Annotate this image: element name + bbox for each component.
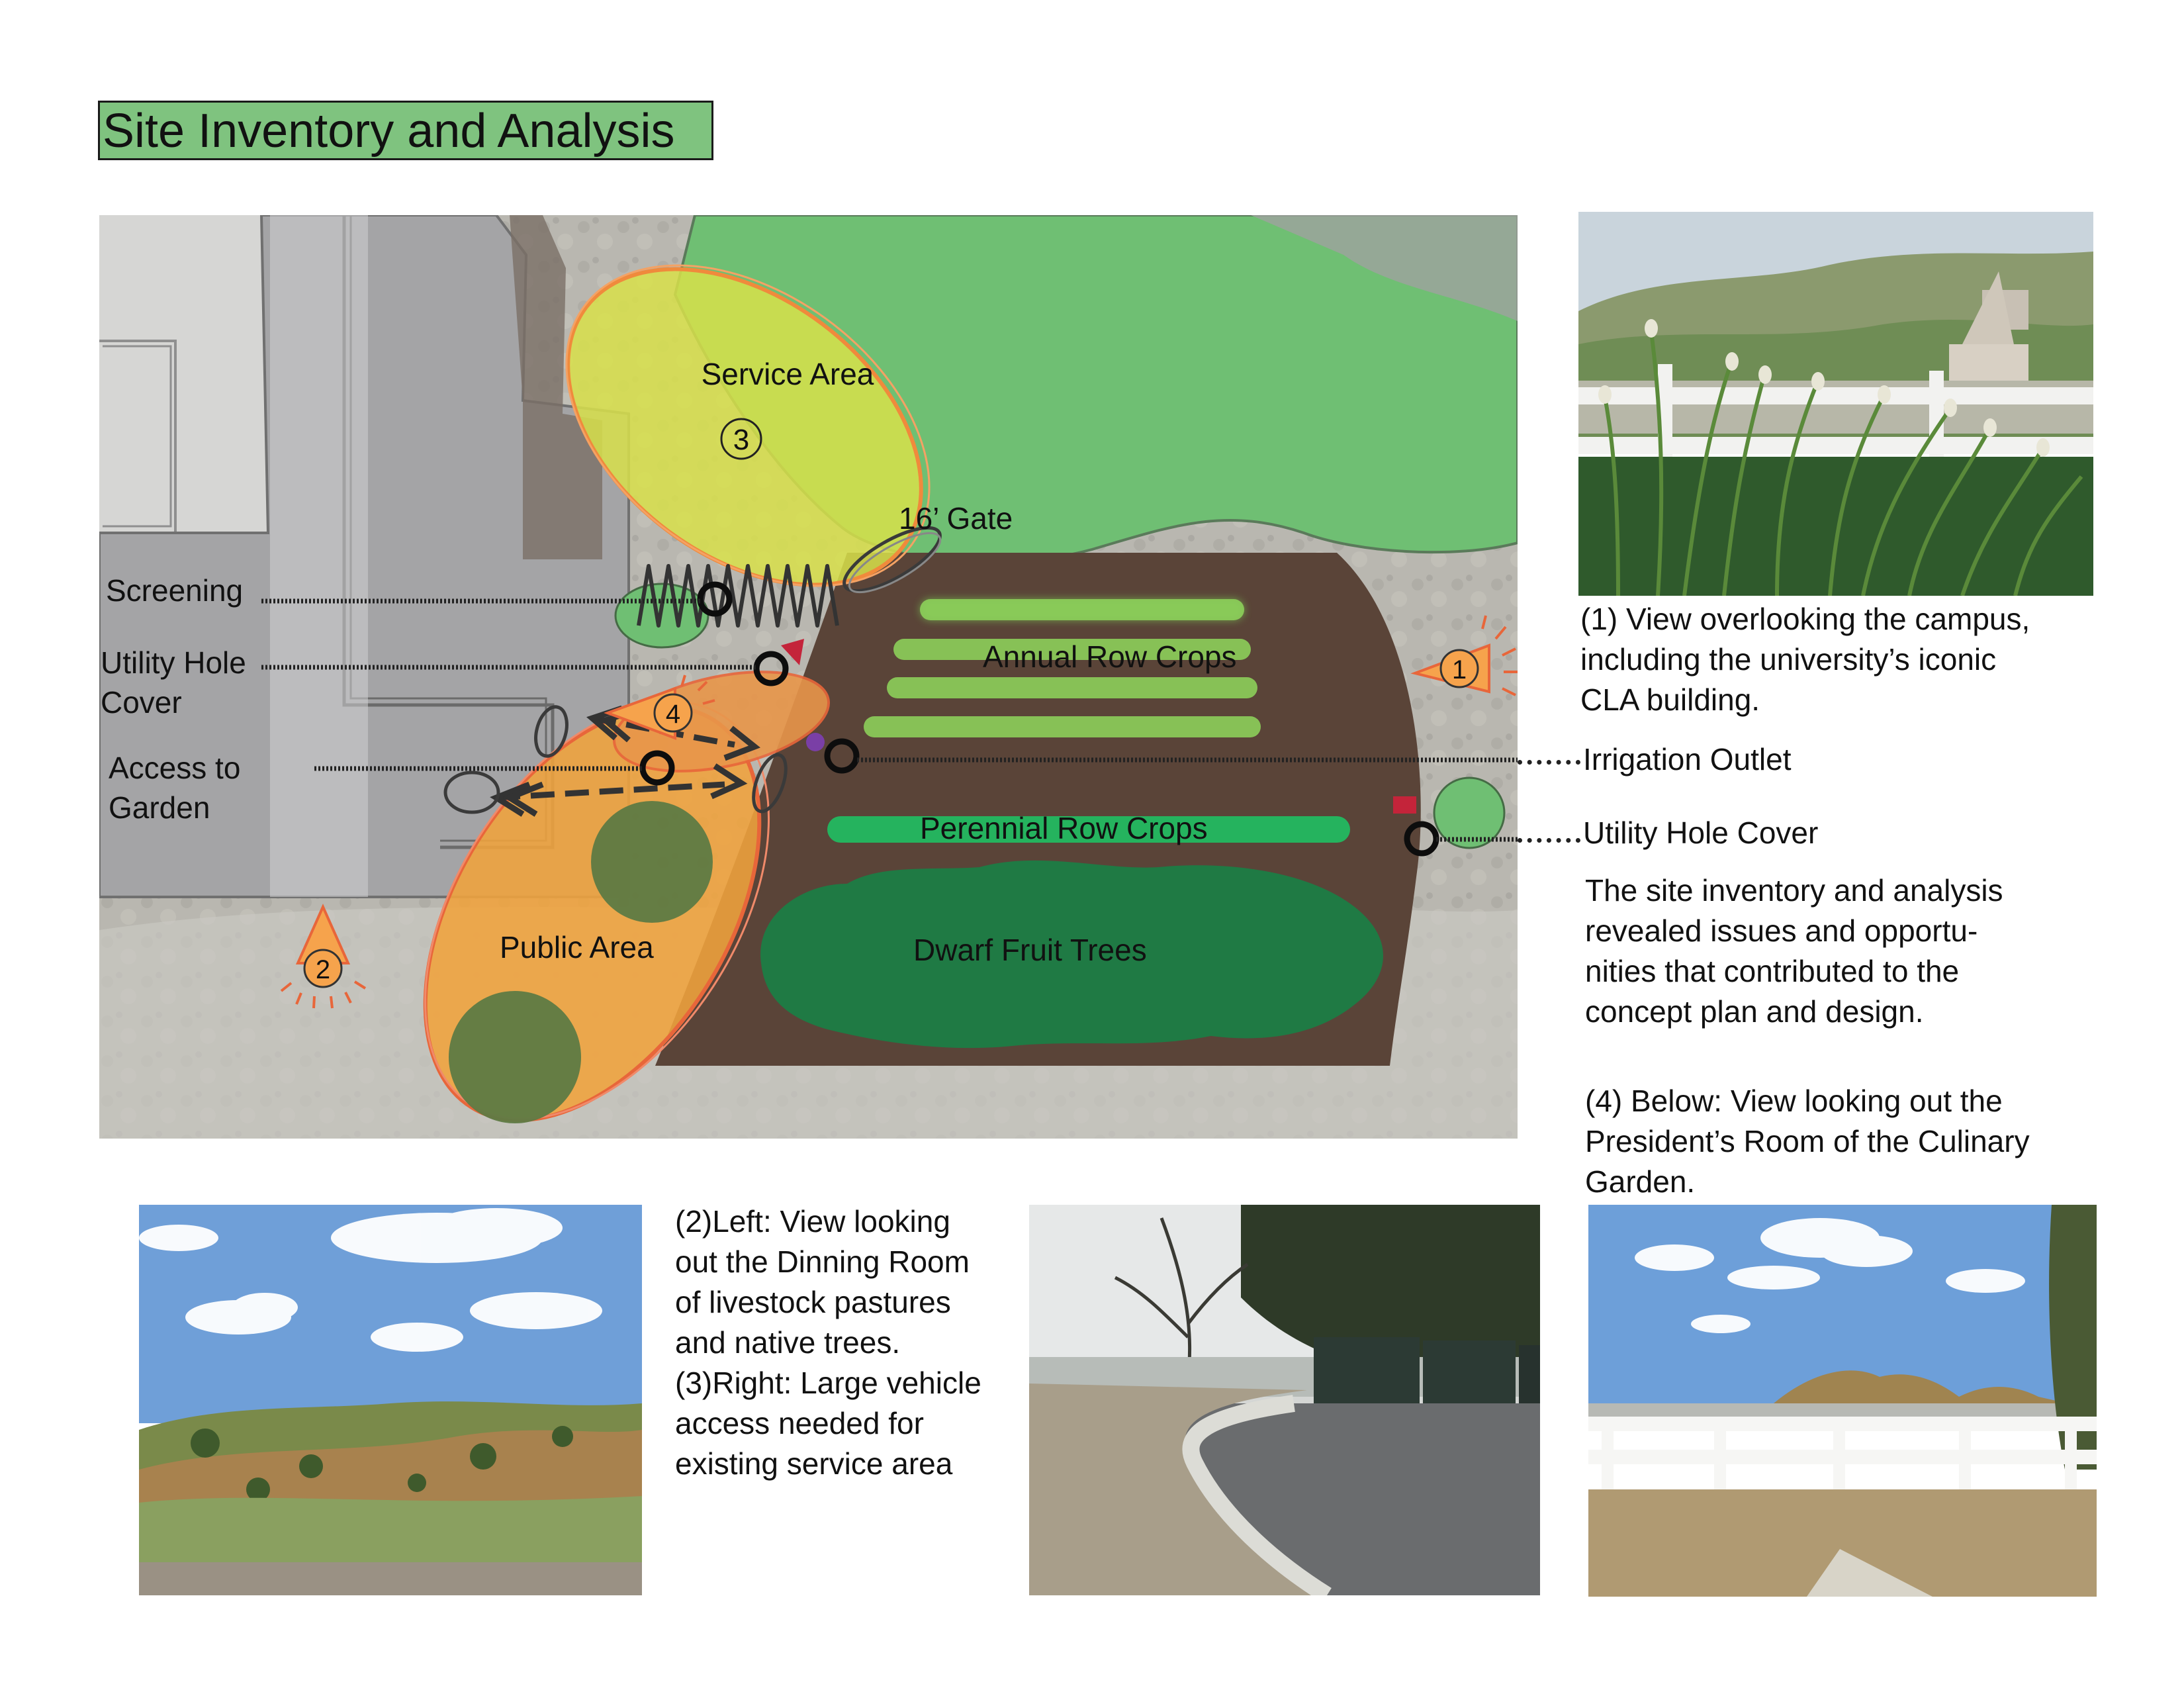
callout-utility-hole-2: Cover: [101, 685, 182, 720]
leader-utility-ext: [1518, 838, 1580, 843]
tree-canopy-3: [1433, 776, 1506, 849]
label-gate: 16’ Gate: [899, 501, 1013, 536]
tree-canopy-2: [449, 991, 581, 1123]
gate-small-2: [443, 771, 500, 814]
caption-summary: The site inventory and analysis revealed…: [1585, 873, 2003, 1029]
feature-rings: [639, 581, 1439, 857]
irrigation-marker: [806, 733, 825, 751]
leader-lines: [261, 598, 1518, 842]
annual-crop-row-3: [887, 677, 1257, 698]
site-plan: Service Area 3 16’ Gate Annual Row Crops…: [99, 215, 1518, 1139]
screening-symbol: [637, 564, 839, 628]
dwarf-fruit-trees-area: [760, 860, 1383, 1049]
site-plan-drawing: Service Area 3 16’ Gate Annual Row Crops…: [99, 215, 1518, 1139]
label-service-area: Service Area: [702, 357, 874, 391]
annual-row-crops: [864, 599, 1261, 737]
view-marker-1: [1410, 615, 1518, 696]
photo-view-2-pastures: [139, 1205, 642, 1595]
annual-crop-row-1: [920, 599, 1244, 620]
label-perennial-row-crops: Perennial Row Crops: [920, 811, 1208, 845]
label-marker-2: 2: [316, 955, 330, 984]
building-outline-inner: [103, 345, 172, 528]
callout-access-2: Garden: [109, 790, 210, 825]
caption-view-4: (4) Below: View looking out the Presiden…: [1585, 1084, 2030, 1199]
photo-view-1-campus: [1578, 212, 2093, 596]
leader-irrigation-ext: [1518, 760, 1580, 765]
page-title: Site Inventory and Analysis: [98, 101, 713, 160]
dumpster-2: [1423, 1340, 1516, 1410]
callout-screening: Screening: [106, 573, 243, 608]
dumpster-1: [1314, 1337, 1420, 1410]
photo-view-4-presidents-room: [1588, 1205, 2097, 1597]
label-dwarf-fruit-trees: Dwarf Fruit Trees: [913, 933, 1147, 967]
label-marker-4: 4: [666, 700, 680, 729]
gate-small-1: [534, 705, 569, 758]
callout-irrigation-outlet: Irrigation Outlet: [1583, 742, 1792, 776]
utility-marker-red-2: [1393, 796, 1416, 814]
label-annual-row-crops: Annual Row Crops: [983, 639, 1237, 674]
annual-crop-row-4: [864, 716, 1261, 737]
perennial-crop-row: [827, 816, 1350, 843]
caption-view-1: (1) View overlooking the campus, includi…: [1580, 602, 2030, 717]
label-marker-1: 1: [1452, 655, 1467, 684]
gate-16ft: [842, 526, 942, 593]
callout-utility-hole-cover: Utility Hole Cover: [1583, 816, 1819, 850]
curb: [1182, 1395, 1332, 1595]
photo-view-3-service-area: [1029, 1205, 1540, 1595]
view-marker-3: [720, 418, 762, 460]
label-public-area: Public Area: [500, 930, 654, 964]
gate-small-3: [752, 753, 788, 814]
caption-views-2-3: (2)Left: View looking out the Dinning Ro…: [675, 1204, 981, 1481]
view-marker-4: [604, 675, 715, 740]
lawn-edge-gravel: [1251, 215, 1518, 321]
building-terrace: [510, 215, 602, 559]
ring-utility-hole: [753, 651, 789, 686]
callout-utility-hole-1: Utility Hole: [101, 645, 246, 680]
view-marker-2: [280, 904, 367, 1009]
tree-canopy-1: [591, 801, 713, 923]
ring-irrigation: [824, 738, 860, 774]
callout-access-1: Access to: [109, 751, 240, 785]
ring-access: [639, 750, 675, 786]
utility-marker-red: [781, 639, 804, 665]
service-area-zone: [565, 264, 931, 587]
label-marker-3: 3: [733, 424, 749, 456]
annual-crop-row-2: [893, 639, 1251, 660]
shade-band: [270, 215, 368, 897]
